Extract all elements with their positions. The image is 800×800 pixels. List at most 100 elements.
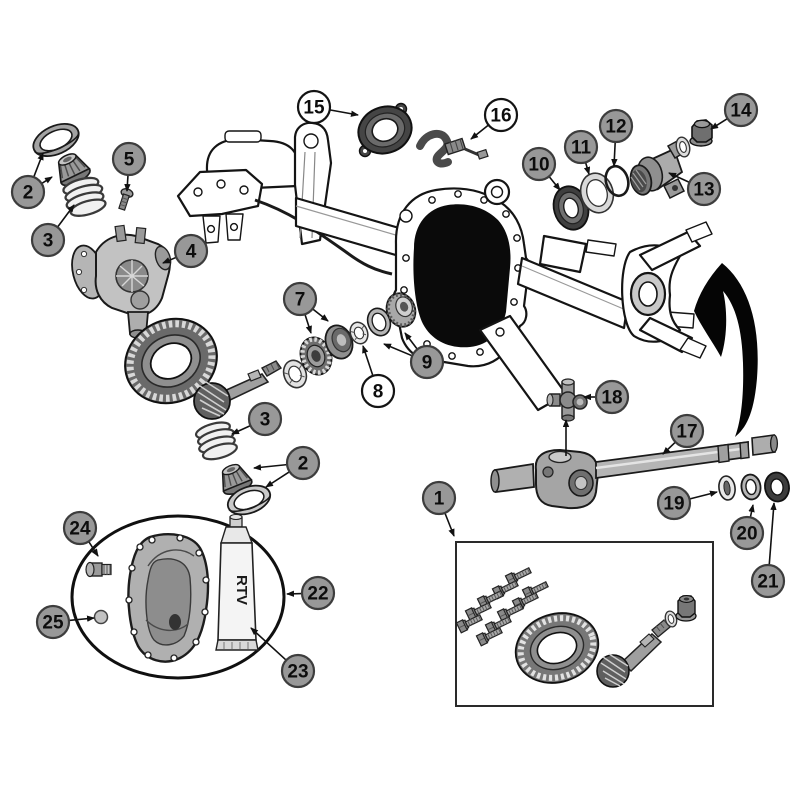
callout-number: 3 xyxy=(43,231,54,252)
axle-housing xyxy=(176,121,695,412)
callout-19: 19 xyxy=(656,485,718,521)
callout-3: 3 xyxy=(231,401,283,437)
inner-axle-seal-21 xyxy=(764,471,790,503)
callout-number: 22 xyxy=(307,584,328,605)
ring-pinion-kit-box xyxy=(455,541,714,707)
rtv-sealant-tube-23: RTV xyxy=(215,513,259,651)
callout-17: 17 xyxy=(662,413,705,455)
callout-arrow xyxy=(689,490,718,500)
callout-number: 20 xyxy=(736,524,757,545)
callout-circle xyxy=(35,604,71,640)
spacer-ring-20 xyxy=(740,473,762,501)
callout-1: 1 xyxy=(421,480,457,537)
callout-8: 8 xyxy=(360,345,396,409)
callout-number: 15 xyxy=(303,98,325,119)
callout-arrow xyxy=(748,504,755,518)
pinion-gear xyxy=(193,360,283,420)
callout-circle xyxy=(409,344,445,380)
u-joint-18 xyxy=(546,378,588,422)
callout-arrow xyxy=(583,162,591,175)
callout-arrow xyxy=(231,424,251,435)
callout-number: 25 xyxy=(42,613,64,634)
callout-circle xyxy=(62,510,98,546)
callout-number: 16 xyxy=(490,106,511,127)
differential-carrier-4 xyxy=(71,224,172,339)
callout-arrow xyxy=(68,615,95,622)
callout-number: 21 xyxy=(757,572,779,593)
callout-circle xyxy=(723,92,759,128)
callout-number: 17 xyxy=(676,422,697,443)
callout-23: 23 xyxy=(250,627,316,689)
steering-knuckle xyxy=(621,221,713,359)
callout-13: 13 xyxy=(668,171,722,207)
callout-number: 18 xyxy=(601,388,622,409)
callout-circle xyxy=(656,485,692,521)
callout-arrow xyxy=(662,441,677,455)
kit-ring-gear xyxy=(514,612,600,684)
callout-number: 14 xyxy=(730,101,752,122)
fill-plug-24 xyxy=(85,561,112,578)
callout-arrow xyxy=(304,313,312,334)
axle-vent-hose-16 xyxy=(416,129,489,168)
callout-circle xyxy=(360,373,396,409)
inner-pinion-bearing-7 xyxy=(299,336,333,376)
callout-arrow xyxy=(470,124,490,140)
callout-circle xyxy=(247,401,283,437)
callout-circle xyxy=(421,480,457,516)
callout-circle xyxy=(598,108,634,144)
callout-25: 25 xyxy=(35,604,95,640)
callout-arrow xyxy=(87,541,99,557)
pinion-shim-washer-7a xyxy=(282,359,308,389)
callout-arrow xyxy=(444,512,455,537)
preload-spring-3b xyxy=(192,417,241,464)
callout-arrow xyxy=(329,109,359,117)
kit-pinion-gear xyxy=(596,619,671,688)
crush-sleeve-washer-8 xyxy=(349,321,369,345)
callout-arrow xyxy=(250,627,287,661)
callout-24: 24 xyxy=(62,510,99,557)
callout-number: 19 xyxy=(663,494,684,515)
callout-number: 2 xyxy=(23,183,34,204)
ring-gear xyxy=(124,317,218,405)
callout-number: 24 xyxy=(69,519,91,540)
callout-number: 9 xyxy=(422,353,433,374)
callout-circle xyxy=(750,563,786,599)
callout-number: 8 xyxy=(373,382,384,403)
callout-arrow xyxy=(124,174,131,192)
callout-circle xyxy=(563,129,599,165)
callout-arrow xyxy=(383,343,413,357)
callout-2: 2 xyxy=(10,152,53,210)
callout-number: 3 xyxy=(260,410,271,431)
callout-number: 12 xyxy=(605,117,626,138)
pinion-seal-10 xyxy=(552,185,590,231)
callout-circle xyxy=(594,379,630,415)
kit-pinion-nut xyxy=(675,595,697,622)
bolt-5 xyxy=(118,188,134,211)
callout-3: 3 xyxy=(30,204,75,258)
pinion-bearing-race-2b xyxy=(226,484,272,516)
callout-number: 23 xyxy=(287,662,308,683)
callout-arrow xyxy=(404,332,418,350)
differential-cover xyxy=(125,533,210,663)
pinion-bearing-race-2a xyxy=(32,123,80,157)
thrust-washer-19 xyxy=(718,475,736,501)
callout-arrow xyxy=(32,152,44,178)
callout-circle xyxy=(280,653,316,689)
callout-arrow xyxy=(41,176,53,185)
yoke-washer-14a xyxy=(675,136,691,158)
callout-arrow xyxy=(312,308,329,322)
callout-circle xyxy=(282,281,318,317)
rotation-direction-arrow xyxy=(694,263,758,437)
callout-circle xyxy=(483,97,519,133)
callout-number: 7 xyxy=(295,290,306,311)
callout-number: 11 xyxy=(571,138,592,159)
group-circle-22 xyxy=(70,514,286,680)
rtv-label: RTV xyxy=(233,575,250,605)
callout-arrow xyxy=(253,463,288,471)
callout-circle xyxy=(10,174,46,210)
callout-22: 22 xyxy=(286,575,336,611)
callout-11: 11 xyxy=(563,129,599,175)
